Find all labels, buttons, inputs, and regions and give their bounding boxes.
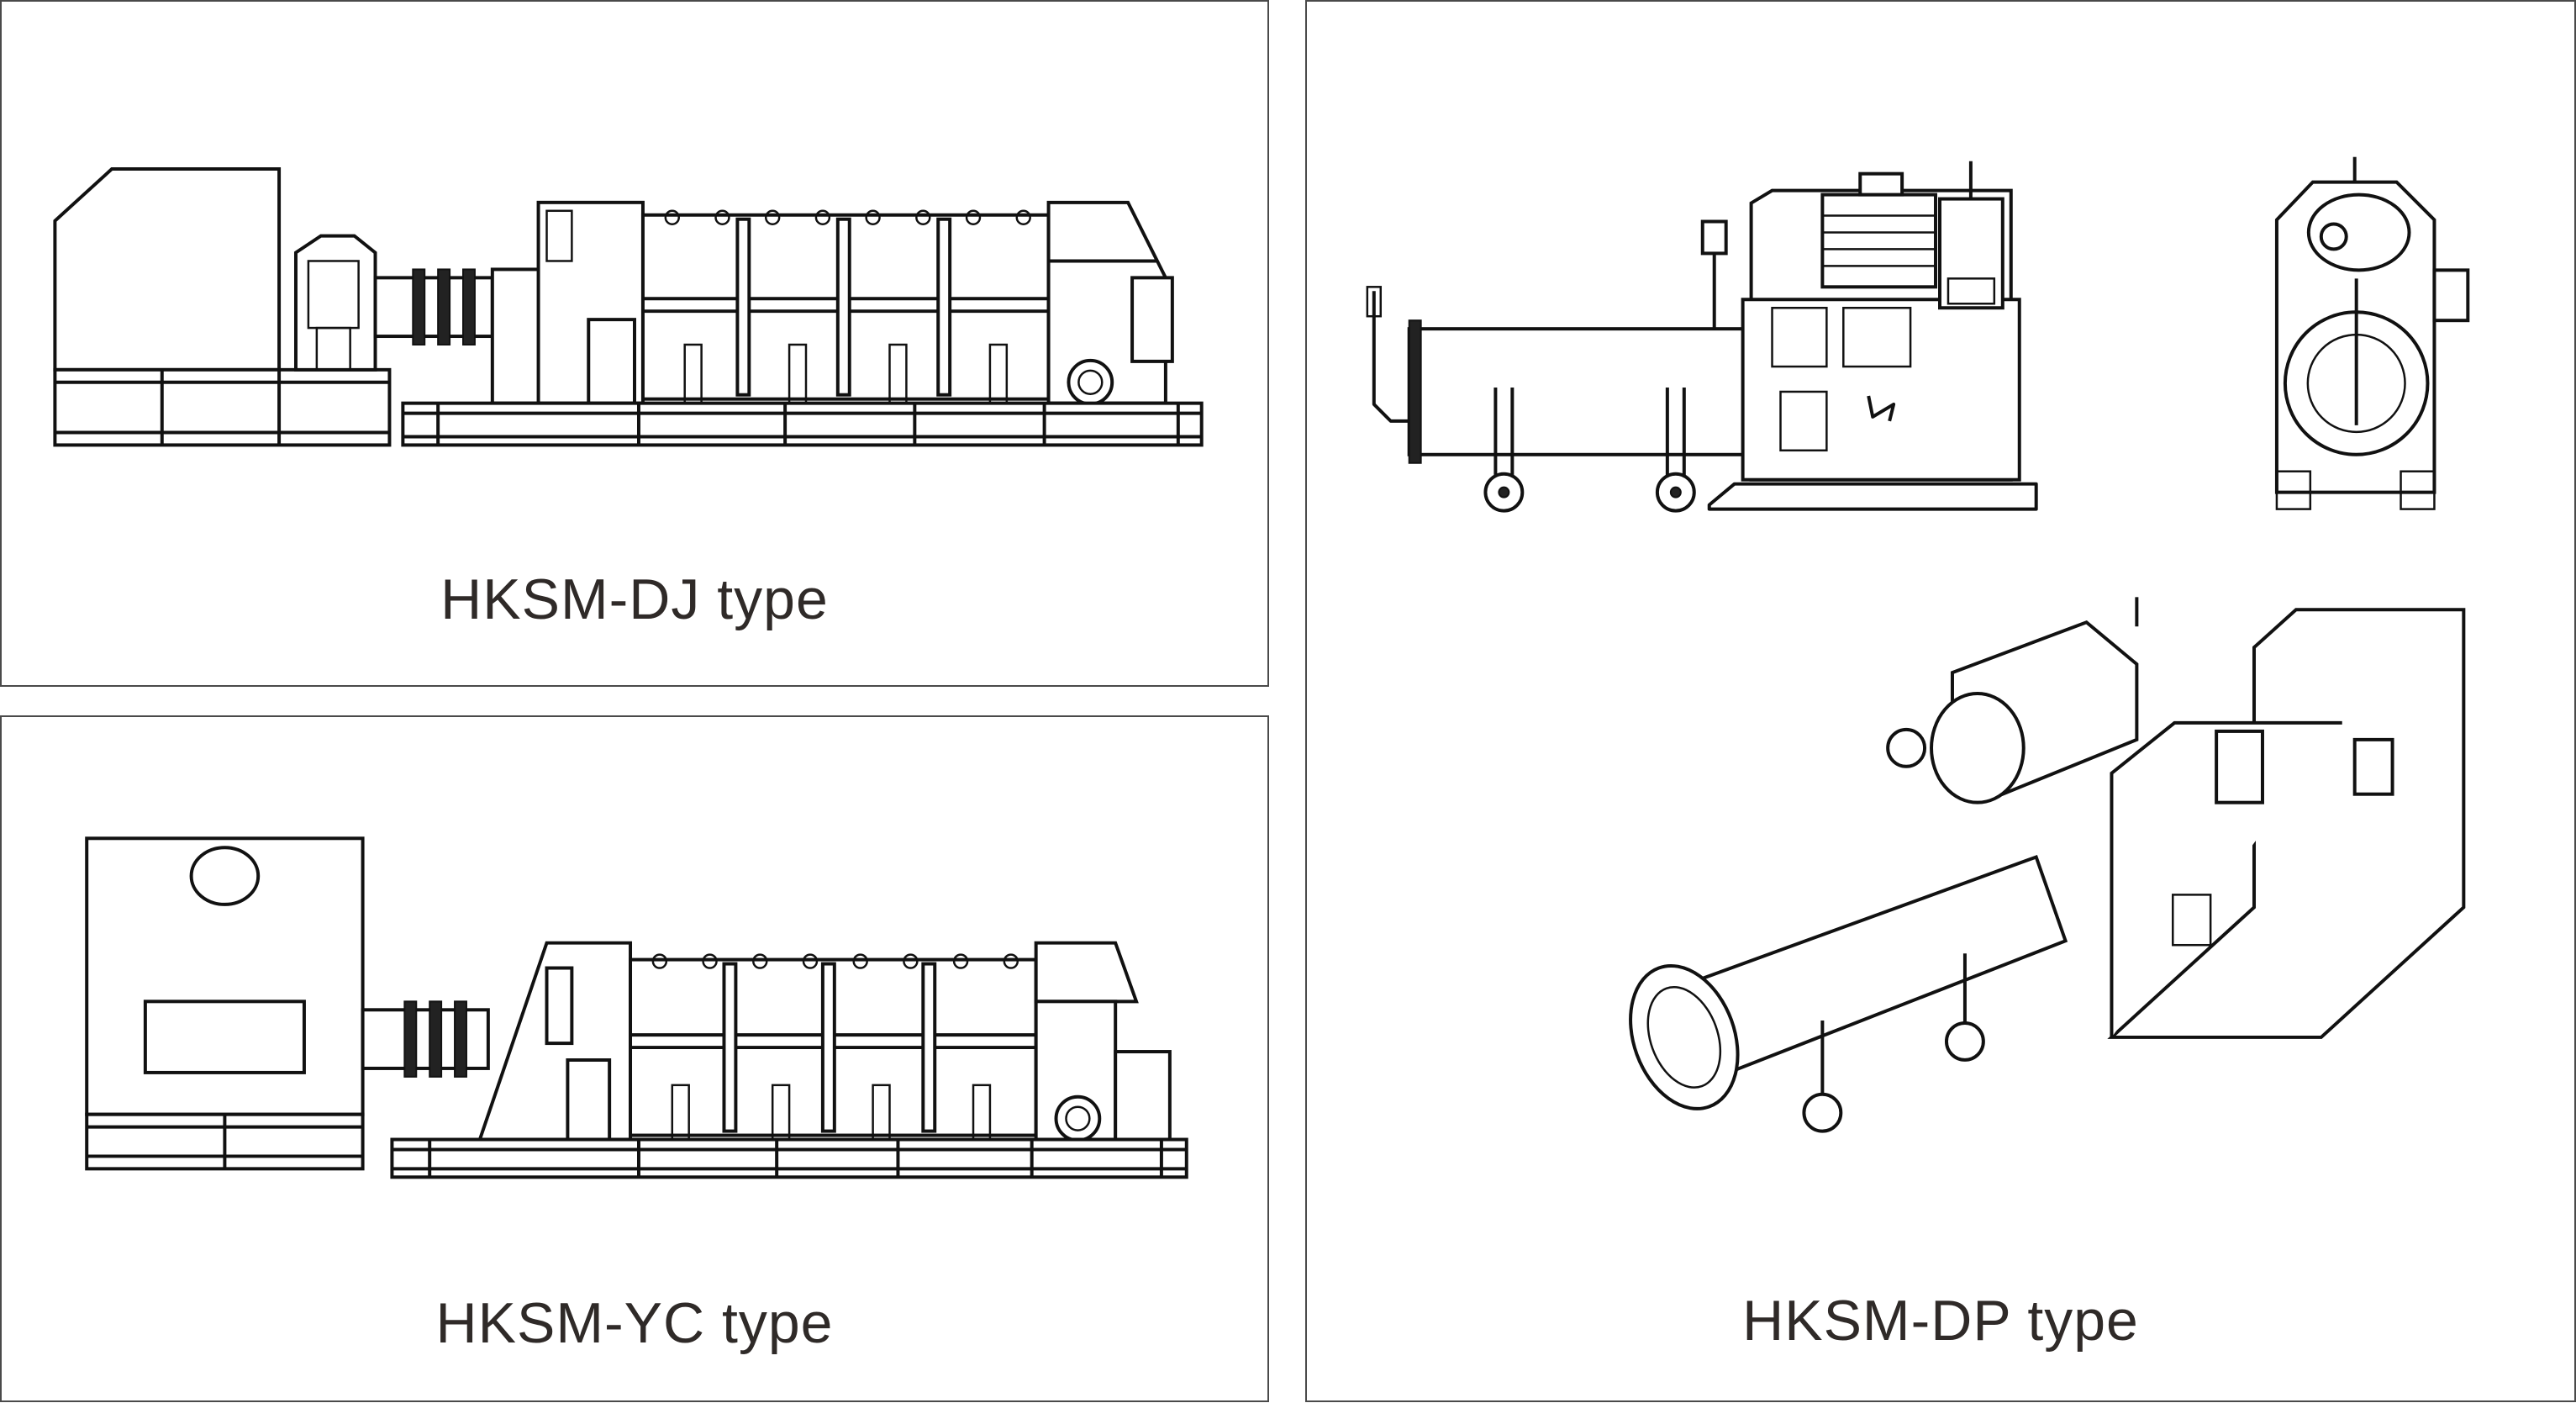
hksm-dj-machine-drawing: [53, 167, 1204, 447]
panel-hksm-yc: HKSM-YC type: [0, 715, 1269, 1402]
hksm-dp-machine-drawing: [1366, 156, 2470, 1133]
dp-side-view: [1366, 161, 2038, 513]
dp-end-view: [2274, 156, 2470, 510]
dp-isometric-view: [1629, 597, 2466, 1133]
caption-hksm-dj: HKSM-DJ type: [440, 567, 829, 631]
caption-hksm-yc: HKSM-YC type: [435, 1291, 834, 1355]
panel-hksm-dj: HKSM-DJ type: [0, 0, 1269, 687]
hksm-yc-machine-drawing: [85, 836, 1188, 1179]
caption-hksm-dp: HKSM-DP type: [1742, 1289, 2139, 1353]
panel-hksm-dp: HKSM-DP type: [1305, 0, 2576, 1402]
